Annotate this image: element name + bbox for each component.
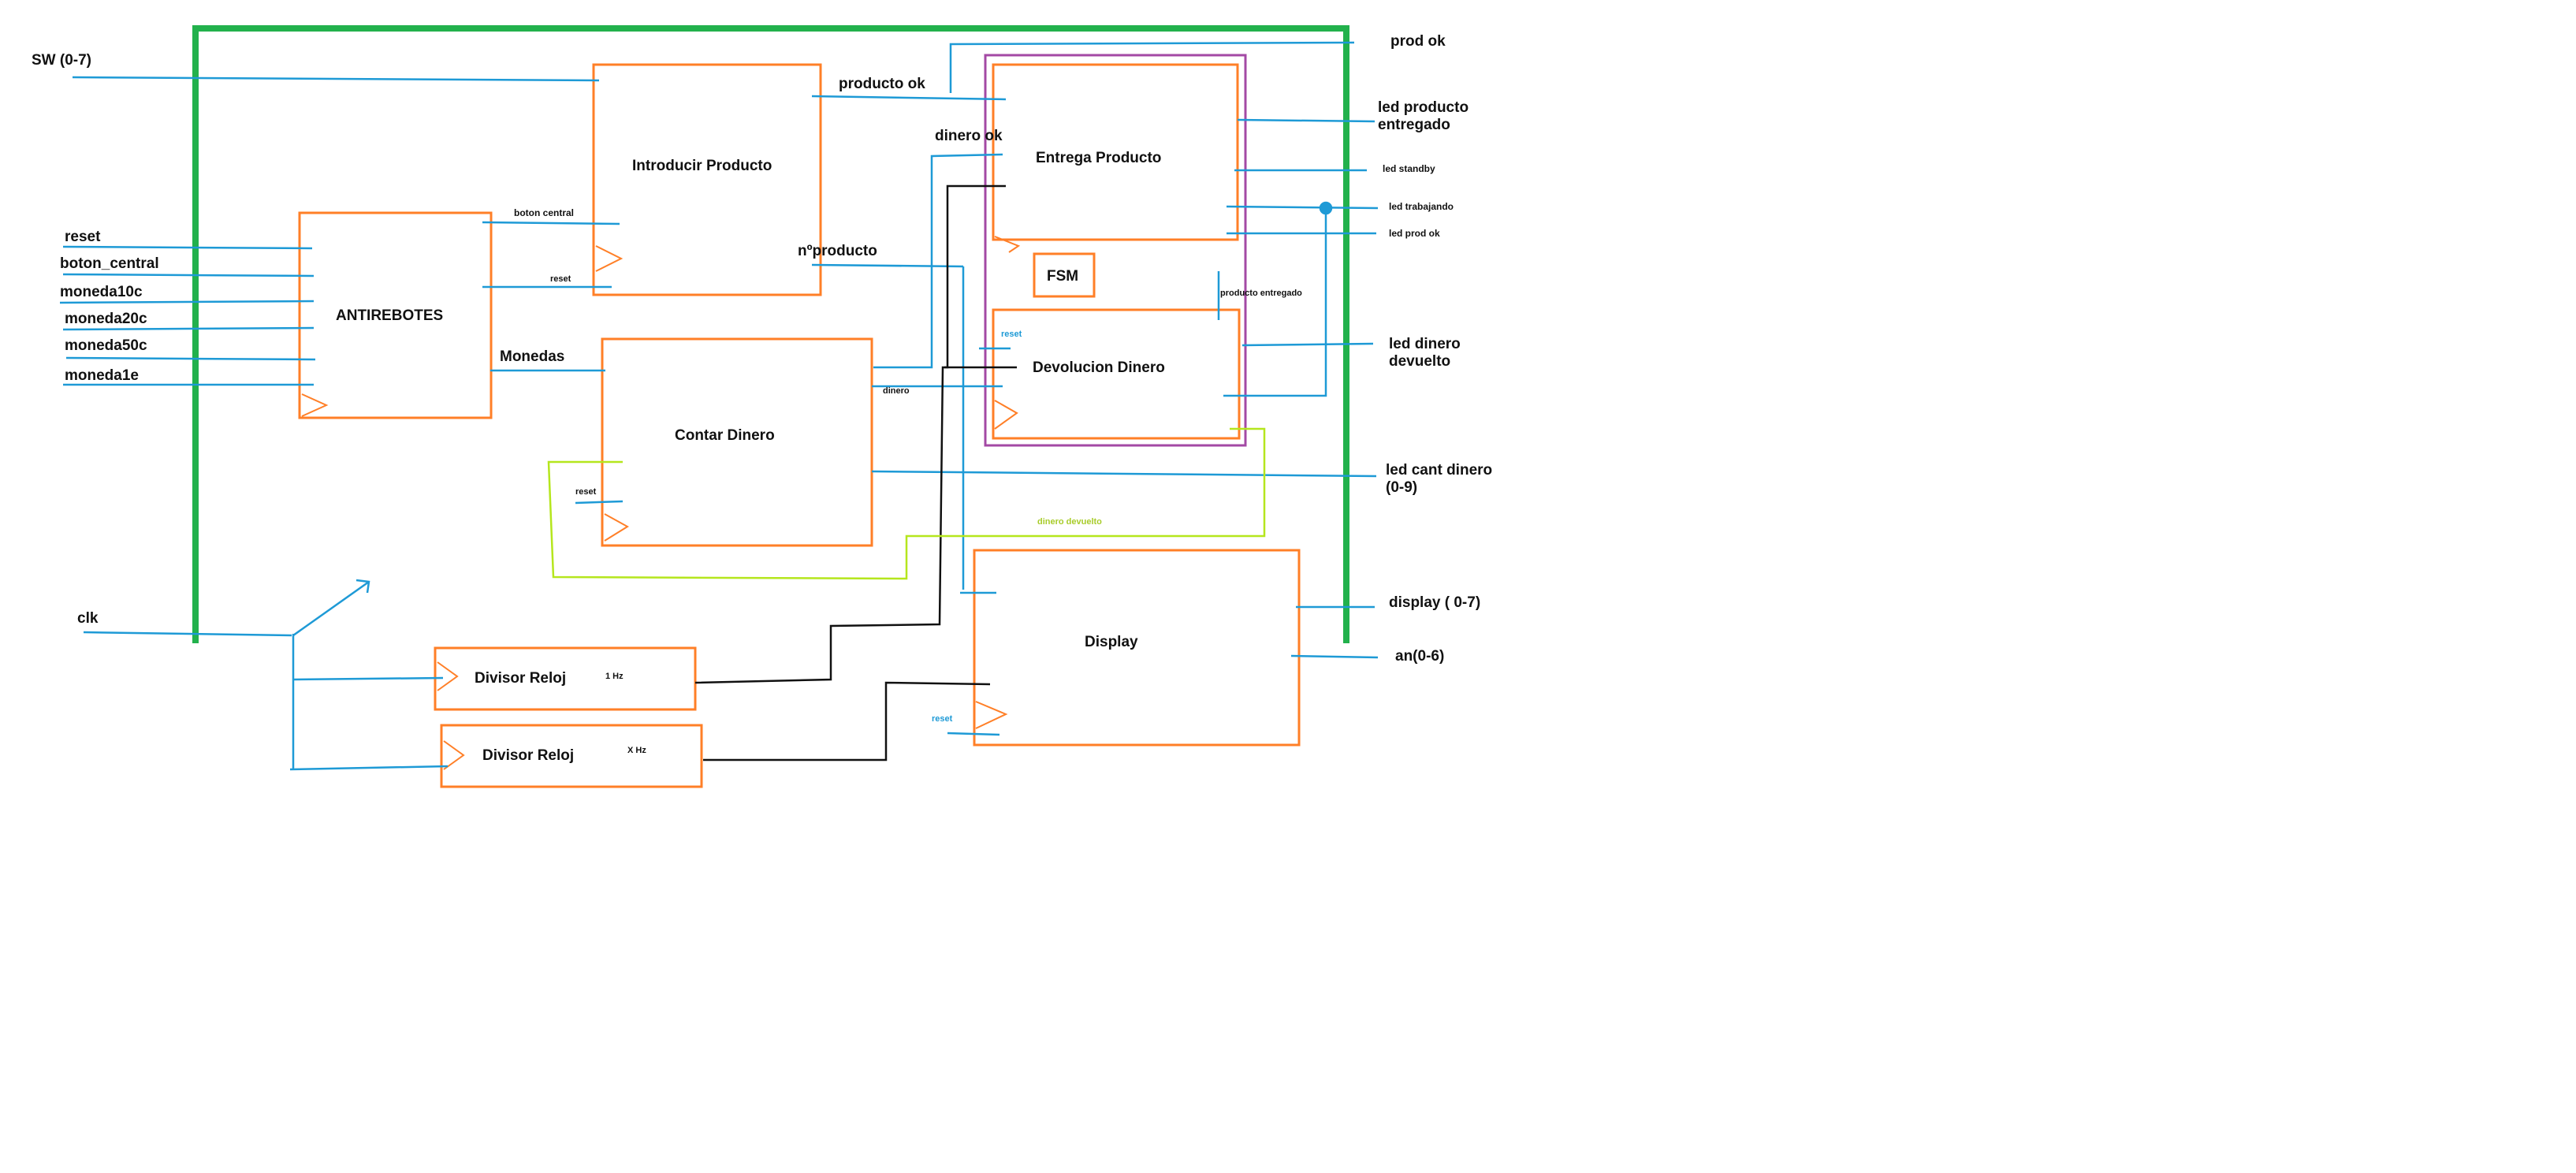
introducir-producto-block — [592, 63, 822, 296]
prod-ok-output-label: prod ok — [1390, 33, 1446, 50]
led-dinero-devuelto-line2: devuelto — [1389, 352, 1451, 370]
reset-contar-signal-label: reset — [575, 487, 597, 497]
display-output-label: display ( 0-7) — [1389, 594, 1481, 611]
an-output-label: an(0-6) — [1395, 648, 1445, 665]
antirebotes-block — [298, 211, 493, 419]
xhz-signal-label: X Hz — [627, 746, 646, 755]
entrega-producto-label: Entrega Producto — [1036, 150, 1162, 166]
led-cant-dinero-line1: led cant dinero — [1386, 462, 1493, 479]
boton-central-signal-label: boton central — [514, 207, 575, 218]
fsm-group-outline — [984, 54, 1247, 447]
reset-intro-signal-label: reset — [550, 274, 571, 284]
dinero-signal-label: dinero — [883, 386, 910, 396]
reset-display-signal-label: reset — [932, 714, 953, 724]
led-cant-dinero-output-label: led cant dinero (0-9) — [1386, 462, 1492, 497]
clock-triangles — [301, 236, 1021, 770]
board-outline — [192, 25, 1349, 643]
led-dinero-devuelto-output-label: led dinero devuelto — [1389, 336, 1461, 371]
monedas-signal-label: Monedas — [500, 348, 565, 365]
divisor-reloj-2-label: Divisor Reloj — [482, 747, 575, 764]
display-label: Display — [1085, 634, 1138, 650]
divisor-reloj-1-label: Divisor Reloj — [475, 670, 567, 687]
fsm-label: FSM — [1047, 268, 1079, 285]
blocks — [298, 63, 1301, 788]
n-producto-signal-label: nºproducto — [798, 243, 877, 259]
dinero-devuelto-wire — [547, 427, 1266, 580]
sw-input-label: SW (0-7) — [32, 52, 91, 69]
boton-central-input-label: boton_central — [60, 255, 159, 272]
clk-input-label: clk — [77, 610, 99, 627]
reset-devolucion-signal-label: reset — [1001, 330, 1022, 339]
led-standby-output-label: led standby — [1383, 163, 1435, 174]
moneda1e-input-label: moneda1e — [65, 367, 139, 384]
1hz-signal-label: 1 Hz — [605, 672, 624, 681]
moneda20c-input-label: moneda20c — [65, 311, 147, 327]
introducir-producto-label: Introducir Producto — [632, 158, 772, 174]
reset-input-label: reset — [65, 229, 101, 245]
fsm-block — [1033, 252, 1096, 298]
led-cant-dinero-line2: (0-9) — [1386, 479, 1418, 496]
divisor-reloj-2-block — [440, 724, 703, 788]
internal-wires — [482, 41, 1379, 736]
antirebotes-label: ANTIREBOTES — [336, 307, 444, 324]
entrega-producto-block — [992, 63, 1239, 241]
producto-ok-signal-label: producto ok — [839, 76, 925, 92]
dinero-ok-signal-label: dinero ok — [935, 128, 1003, 144]
devolucion-dinero-label: Devolucion Dinero — [1033, 359, 1165, 376]
dinero-devuelto-signal-label: dinero devuelto — [1037, 517, 1102, 527]
contar-dinero-block — [601, 337, 873, 547]
led-producto-entregado-line1: led producto — [1378, 99, 1469, 116]
input-wires — [59, 76, 600, 771]
led-prod-ok-output-label: led prod ok — [1389, 228, 1440, 239]
led-trabajando-output-label: led trabajando — [1389, 201, 1454, 212]
contar-dinero-label: Contar Dinero — [675, 427, 775, 444]
display-block — [973, 549, 1301, 747]
led-producto-entregado-line2: entregado — [1378, 116, 1450, 133]
devolucion-dinero-block — [992, 308, 1241, 440]
producto-entregado-signal-label: producto entregado — [1220, 289, 1302, 298]
clock-wires — [694, 184, 1017, 762]
led-producto-entregado-output-label: led producto entregado — [1378, 99, 1469, 134]
moneda10c-input-label: moneda10c — [60, 284, 143, 300]
moneda50c-input-label: moneda50c — [65, 337, 147, 354]
led-dinero-devuelto-line1: led dinero — [1389, 336, 1461, 352]
